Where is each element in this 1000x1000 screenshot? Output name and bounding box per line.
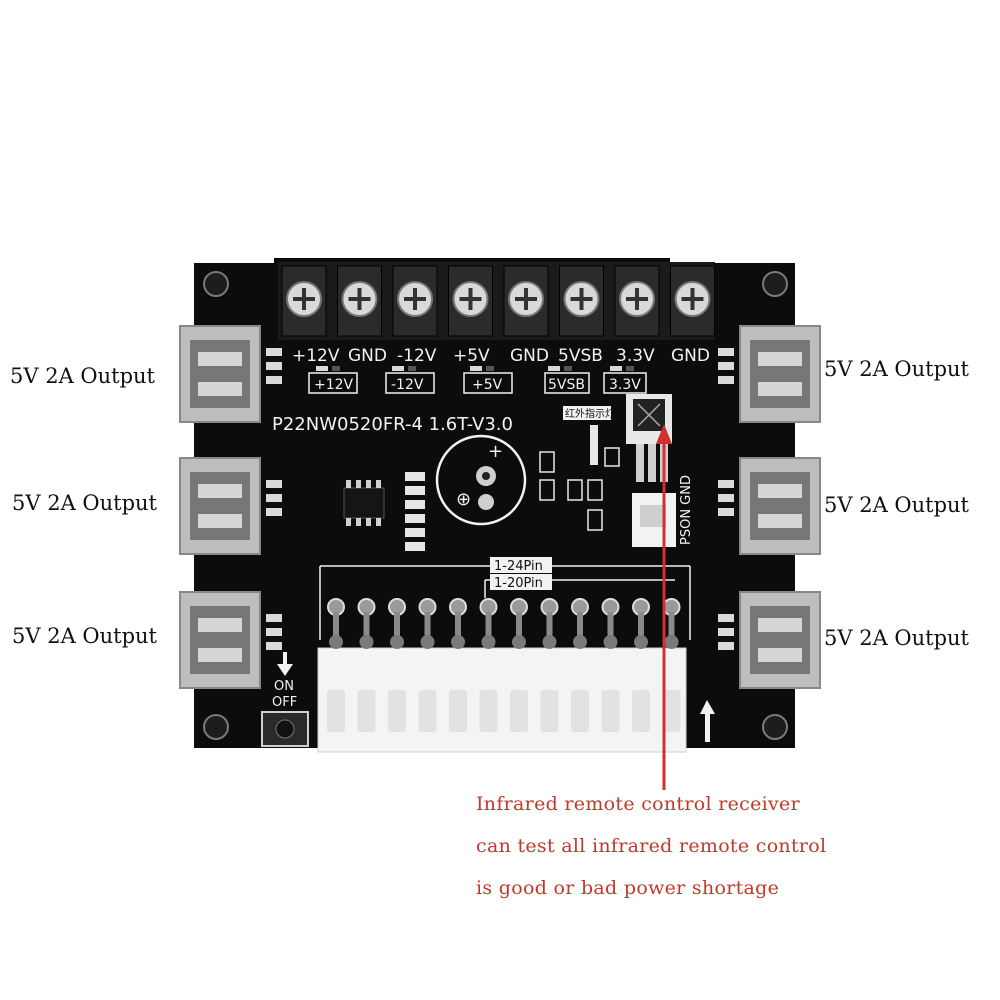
usb-port bbox=[179, 325, 282, 423]
mounting-hole-bottom-right bbox=[762, 714, 788, 740]
terminal-label-gnd-3: GND bbox=[671, 346, 710, 366]
ir-note-line-1: Infrared remote control receiver bbox=[476, 793, 800, 815]
ic-chip bbox=[343, 480, 385, 526]
terminal-screw bbox=[448, 265, 493, 337]
atx-pin bbox=[388, 598, 406, 732]
ir-indicator-label-box bbox=[563, 406, 611, 420]
usb-port bbox=[718, 457, 821, 555]
atx-pin bbox=[479, 598, 498, 732]
terminal-screw bbox=[337, 265, 382, 337]
ir-indicator-label: 红外指示灯 bbox=[565, 407, 615, 420]
pin20-label: 1-20Pin bbox=[494, 576, 543, 591]
led-smd-pads bbox=[316, 366, 634, 371]
usb-callout-right-mid: 5V 2A Output bbox=[824, 493, 969, 517]
svg-text:+: + bbox=[488, 441, 503, 462]
atx-pin bbox=[662, 598, 681, 732]
terminal-screw bbox=[281, 265, 327, 337]
led-label-5v: +5V bbox=[472, 377, 503, 393]
atx-pin bbox=[571, 598, 589, 732]
atx-24pin-connector bbox=[317, 598, 687, 753]
terminal-screw bbox=[670, 265, 715, 337]
led-indicators bbox=[308, 372, 647, 394]
atx-pin bbox=[540, 598, 559, 732]
power-button[interactable] bbox=[261, 711, 309, 747]
usb-callout-right-bot: 5V 2A Output bbox=[824, 626, 969, 650]
led-label-12v: +12V bbox=[314, 377, 354, 393]
down-arrow-icon bbox=[277, 652, 293, 676]
led-label-5vsb: 5VSB bbox=[548, 377, 585, 393]
off-label: OFF bbox=[272, 695, 297, 710]
terminal-label-minus-12v: -12V bbox=[397, 346, 437, 366]
usb-port bbox=[179, 457, 282, 555]
led-label-minus-12v: -12V bbox=[391, 377, 424, 393]
ir-led bbox=[590, 425, 598, 465]
usb-callout-left-bot: 5V 2A Output bbox=[12, 624, 157, 648]
terminal-label-3v3: 3.3V bbox=[616, 346, 655, 366]
usb-port bbox=[179, 591, 282, 689]
terminal-label-5vsb: 5VSB bbox=[558, 346, 603, 366]
pson-connector-slot bbox=[640, 505, 666, 527]
board-up-arrow-icon bbox=[700, 700, 715, 742]
atx-pin bbox=[632, 598, 650, 732]
terminal-screw bbox=[503, 265, 549, 337]
buzzer: + ⊕ bbox=[435, 434, 527, 526]
on-label: ON bbox=[274, 679, 294, 694]
usb-port bbox=[718, 325, 821, 423]
usb-callout-right-top: 5V 2A Output bbox=[824, 357, 969, 381]
pin24-label-box bbox=[490, 557, 552, 573]
pin24-label: 1-24Pin bbox=[494, 559, 543, 574]
atx-pin bbox=[327, 598, 345, 732]
screw-terminal-block bbox=[278, 262, 715, 340]
atx-pin bbox=[449, 598, 467, 732]
atx-pin bbox=[418, 598, 437, 732]
usb-callout-left-mid: 5V 2A Output bbox=[12, 491, 157, 515]
ir-note-line-3: is good or bad power shortage bbox=[476, 877, 780, 899]
terminal-screw bbox=[614, 265, 660, 337]
terminal-label-gnd-1: GND bbox=[348, 346, 387, 366]
svg-text:⊕: ⊕ bbox=[456, 489, 471, 510]
terminal-label-12v: +12V bbox=[292, 346, 340, 366]
mounting-hole-top-left bbox=[203, 271, 229, 297]
usb-callout-left-top: 5V 2A Output bbox=[10, 364, 155, 388]
led-label-3v3: 3.3V bbox=[609, 377, 641, 393]
mounting-hole-bottom-left bbox=[203, 714, 229, 740]
terminal-labels: +12V GND -12V +5V GND 5VSB 3.3V GND bbox=[292, 346, 710, 366]
atx-pin bbox=[601, 598, 620, 732]
ir-callout-arrow-icon bbox=[656, 424, 672, 790]
mounting-hole-top-right bbox=[762, 271, 788, 297]
model-label: P22NW0520FR-4 1.6T-V3.0 bbox=[272, 414, 513, 435]
atx-pin bbox=[510, 598, 528, 732]
ir-note-line-2: can test all infrared remote control bbox=[476, 835, 827, 857]
terminal-screw bbox=[559, 265, 604, 337]
usb-port bbox=[718, 591, 821, 689]
pin20-label-box bbox=[490, 574, 552, 590]
terminal-label-5v: +5V bbox=[453, 346, 490, 366]
atx-pin bbox=[357, 598, 376, 732]
terminal-label-gnd-2: GND bbox=[510, 346, 549, 366]
smd-components-right bbox=[539, 447, 620, 531]
smd-resistors bbox=[405, 472, 425, 551]
pson-label: PSON GND bbox=[679, 475, 694, 545]
led-labels: +12V -12V +5V 5VSB 3.3V bbox=[314, 377, 641, 393]
terminal-screw bbox=[392, 265, 438, 337]
